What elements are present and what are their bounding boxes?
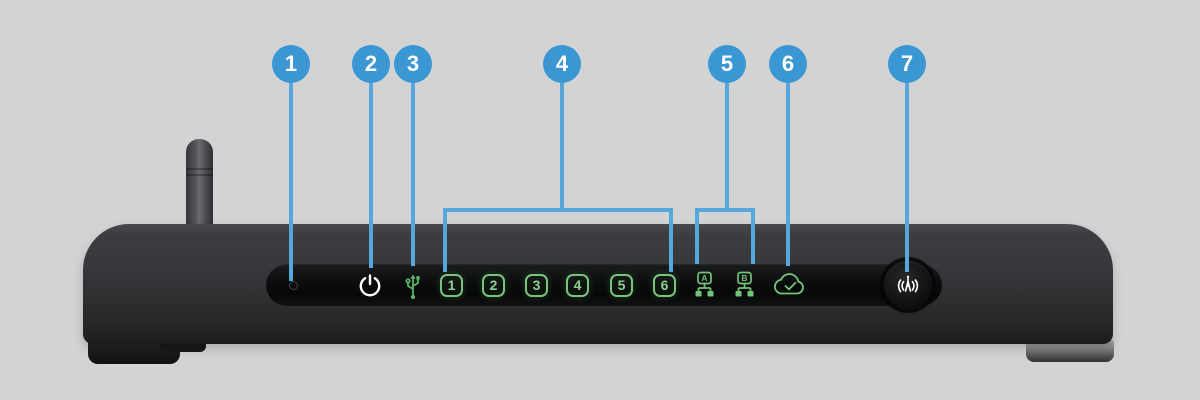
right-foot: [1026, 340, 1114, 362]
callout-line-5-stem: [725, 82, 729, 208]
callout-line-3: [411, 82, 415, 266]
port-led-2: 2: [482, 274, 505, 297]
lan-group-a-icon: A: [695, 271, 714, 297]
lan-group-a-led: A: [693, 271, 717, 303]
power-button: [356, 271, 384, 304]
callout-line-4-stem: [560, 82, 564, 208]
antenna: [186, 139, 213, 239]
callout-5: 5: [708, 45, 746, 83]
antenna-ridge: [186, 168, 213, 170]
callout-1: 1: [272, 45, 310, 83]
wifi-antenna-icon: [897, 275, 919, 293]
callout-bracket-4: [443, 208, 673, 272]
lan-group-b-icon: B: [735, 271, 754, 297]
callout-line-6: [786, 82, 790, 266]
callout-bracket-5: [695, 208, 755, 264]
power-icon: [359, 274, 381, 297]
cloud-check-icon: [774, 273, 804, 295]
usb-led: [404, 272, 422, 305]
callout-line-7: [905, 82, 909, 272]
callout-3: 3: [394, 45, 432, 83]
wifi-button: [884, 261, 932, 309]
lan-group-a-letter: A: [701, 273, 707, 283]
port-led-6: 6: [653, 274, 676, 297]
cloud-status-led: [772, 273, 808, 303]
lan-group-b-led: B: [733, 271, 757, 303]
lan-group-b-letter: B: [741, 273, 747, 283]
callout-6: 6: [769, 45, 807, 83]
port-led-1: 1: [440, 274, 463, 297]
callout-line-1: [289, 82, 293, 281]
callout-2: 2: [352, 45, 390, 83]
port-led-4: 4: [566, 274, 589, 297]
power-led: [289, 281, 298, 290]
port-led-5: 5: [610, 274, 633, 297]
callout-7: 7: [888, 45, 926, 83]
usb-icon: [405, 274, 420, 299]
antenna-ridge: [186, 174, 213, 176]
port-led-3: 3: [525, 274, 548, 297]
callout-line-2: [369, 82, 373, 268]
callout-4: 4: [543, 45, 581, 83]
